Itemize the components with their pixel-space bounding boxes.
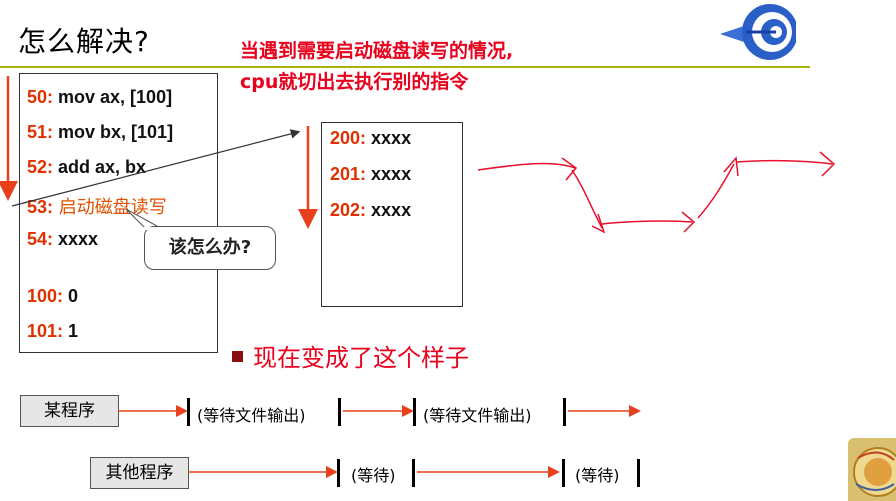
code-line-51: 51: mov bx, [101] xyxy=(27,122,174,142)
other-program-box xyxy=(321,122,463,307)
program-code-box xyxy=(19,73,218,353)
target-logo-icon xyxy=(720,4,796,60)
note-line-1: 当遇到需要启动磁盘读写的情况, xyxy=(240,40,514,62)
slide-title: 怎么解决? xyxy=(18,25,150,58)
code-line-53: 53: 启动磁盘读写 xyxy=(27,197,167,218)
code-line-200: 200: xxxx xyxy=(330,128,412,148)
data-line-101: 101: 1 xyxy=(27,321,79,341)
process-label-some-program: 某程序 xyxy=(20,395,119,427)
row2-wait-label-2: (等待) xyxy=(575,466,620,485)
row1-wait-label-1: (等待文件输出) xyxy=(197,406,306,425)
bullet-text: 现在变成了这个样子 xyxy=(253,344,469,372)
code-line-201: 201: xxxx xyxy=(330,164,412,184)
code-line-202: 202: xxxx xyxy=(330,200,412,220)
data-line-100: 100: 0 xyxy=(27,286,79,306)
bubble-tail-cover xyxy=(142,227,158,230)
row1-wait-label-2: (等待文件输出) xyxy=(423,406,532,425)
question-bubble: 该怎么办? xyxy=(144,226,276,270)
context-switch-note: 当遇到需要启动磁盘读写的情况, cpu就切出去执行别的指令 xyxy=(240,36,513,98)
code-line-52: 52: add ax, bx xyxy=(27,157,147,177)
note-line-2: cpu就切出去执行别的指令 xyxy=(240,71,469,93)
switch-arrow xyxy=(11,129,301,207)
bullet-point: 现在变成了这个样子 xyxy=(232,338,469,373)
title-rule xyxy=(0,66,810,68)
code-line-50: 50: mov ax, [100] xyxy=(27,87,173,107)
process-label-other-programs: 其他程序 xyxy=(90,457,189,489)
row2-wait-label-1: (等待) xyxy=(351,466,396,485)
code-line-54: 54: xxxx xyxy=(27,229,99,249)
bullet-square-icon xyxy=(232,350,243,362)
operating-systems-logo-icon xyxy=(848,438,896,501)
